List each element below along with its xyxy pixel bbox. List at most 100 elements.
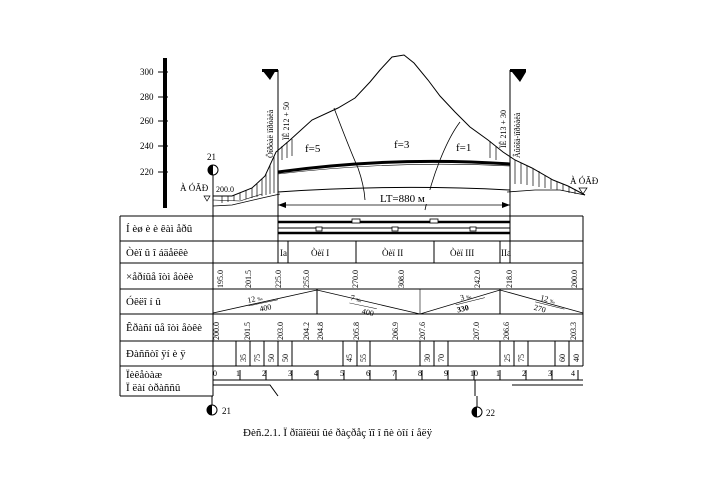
scale-tick-260: 260 [140,116,154,126]
picket-number: 2 [522,369,526,378]
lining-type-2: Òèï II [382,248,403,258]
black-mark-value: 195.0 [216,270,225,288]
red-mark-value: 205.8 [352,322,361,340]
picket-number: 6 [366,369,370,378]
distance-value: 25 [503,354,512,362]
scale-tick-220: 220 [140,167,154,177]
distance-value: 30 [423,354,432,362]
svg-text:‰: ‰ [355,298,361,304]
benchmark-21-bottom [206,396,218,416]
profile-table [119,215,584,397]
portal-post-left [262,69,279,263]
row-label-lining: Òèï û î áäåëêè [126,247,188,259]
benchmark-21-bottom-label: 21 [222,406,231,416]
picket-number: 8 [418,369,422,378]
portal-left-caption-1: Ôîðòàë ïîðòàëà [265,109,275,158]
distance-value: 50 [267,354,276,362]
lining-Ia: Ia [280,248,287,258]
picket-number: 1 [236,369,240,378]
slope-label-4: 12 ‰ 270 [533,293,565,315]
station-left-label: À ÓÃÐ [180,183,209,193]
scale-tick-300: 300 [140,67,154,77]
row-label-distances: Ðàññòî ÿí è ÿ [126,348,186,360]
red-mark-value: 200.0 [212,322,221,340]
svg-text:12: 12 [539,293,549,304]
distance-value: 75 [517,354,526,362]
red-mark-value: 206.9 [391,322,400,340]
scale-tick-240: 240 [140,141,154,151]
black-mark-value: 200.0 [570,270,579,288]
picket-number: 1 [496,369,500,378]
scale-tick-280: 280 [140,92,154,102]
row-label-black-marks: ×åðíûå îòì åòêè [126,271,193,283]
elevation-scale: 300 280 260 240 220 [140,58,168,208]
lining-type-1: Òèï I [311,248,329,258]
slope-label-3: 3 ‰ 330 [455,293,485,315]
black-mark-value: 308.0 [397,270,406,288]
red-mark-value: 207.6 [418,322,427,340]
portal-right-caption: Âûõîä-ïîðòàëà [512,112,522,158]
svg-text:270: 270 [533,303,547,315]
picket-number: 7 [392,369,396,378]
station-right-label: À ÓÃÐ [570,176,599,186]
distance-values: 35 75 50 50 45 55 30 70 25 75 60 40 [239,354,581,362]
benchmark-21-label: 21 [207,152,216,162]
svg-text:400: 400 [361,307,375,318]
distance-value: 75 [253,354,262,362]
svg-text:3: 3 [459,293,465,303]
svg-text:‰: ‰ [466,295,472,301]
distance-value: 55 [359,354,368,362]
tunnel-section [277,159,511,193]
benchmark-21-elevation: 200.0 [216,185,234,194]
slope-hatching-left [221,139,293,203]
row-label-slopes: Óêëî í û [126,296,161,308]
red-mark-value: 203.3 [569,322,578,340]
lining-type-3: Òèï III [450,248,474,258]
figure-caption: Ðèñ.2.1. Ï ðîäîëüí ûé ðàçðåç ïî î ñè òîí… [243,427,433,439]
slope-hatching-right [489,141,576,194]
portal-post-right [509,69,526,263]
picket-number: 10 [470,369,478,378]
red-mark-value: 203.0 [276,322,285,340]
portal-left-picket: ÏÊ 212 + 50 [281,102,291,140]
red-mark-value: 204.2 [302,322,311,340]
picket-number: 3 [548,369,552,378]
zone-label-f5: f=5 [305,143,321,155]
distance-value: 50 [281,354,290,362]
tunnel-length-dimension [278,202,510,208]
distance-value: 60 [558,354,567,362]
black-mark-value: 270.0 [351,270,360,288]
niches-track [278,218,510,235]
picket-number: 2 [262,369,266,378]
svg-text:330: 330 [456,303,470,315]
benchmark-22-bottom-label: 22 [486,408,495,418]
zone-label-f3: f=3 [394,139,410,151]
portal-right-picket: ÏÊ 213 + 30 [498,110,508,148]
benchmark-22-bottom [471,396,483,418]
row-label-red-marks: Êðàñí ûå îòì åòêè [126,322,202,334]
picket-number: 4 [571,369,575,378]
red-mark-value: 204.8 [316,322,325,340]
red-marks-values: 200.0 201.5 203.0 204.2 204.8 205.8 206.9 207.6… [212,322,578,340]
svg-text:400: 400 [259,302,273,313]
slope-label-1: 12 ‰ 400 [247,294,279,314]
picket-number: 0 [213,369,217,378]
distance-value: 70 [437,354,446,362]
zone-label-f1: f=1 [456,142,471,154]
red-mark-value: 201.5 [243,322,252,340]
distance-value: 35 [239,354,248,362]
slope-label-2: 7 ‰ 400 [349,293,377,318]
lining-IIa: IIa [501,248,511,258]
red-mark-value: 206.6 [502,322,511,340]
distance-value: 45 [345,354,354,362]
svg-text:‰: ‰ [257,297,263,303]
black-mark-value: 242.0 [473,270,482,288]
distance-value: 40 [572,354,581,362]
black-mark-value: 218.0 [505,270,514,288]
picket-number: 4 [314,369,318,378]
black-mark-value: 201.5 [244,270,253,288]
